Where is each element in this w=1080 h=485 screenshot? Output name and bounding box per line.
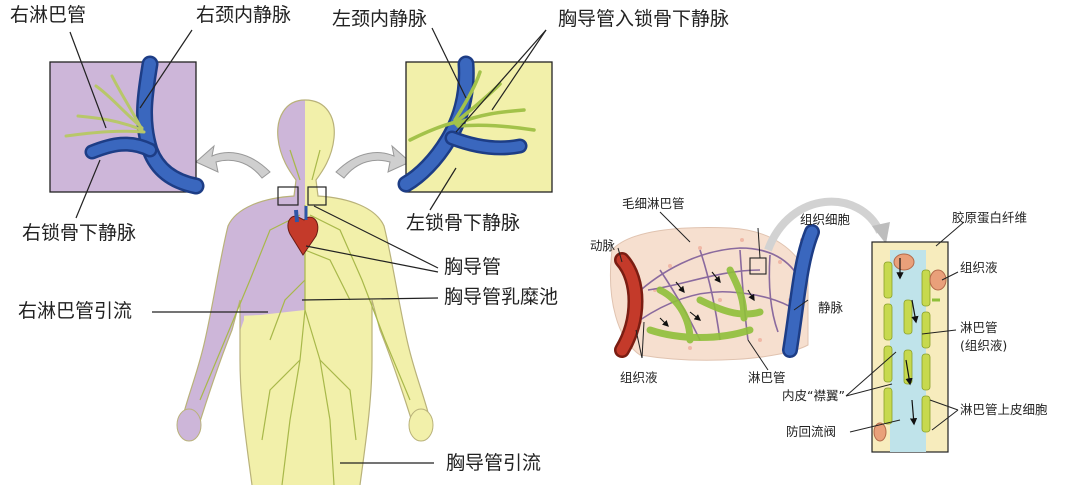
capillary-zoom-box [749, 257, 767, 275]
label-thoracic-duct-enters: 胸导管入锁骨下静脉 [558, 8, 730, 30]
neck-box-right [277, 186, 299, 206]
label-lymph-endothelial-cells: 淋巴管上皮细胞 [960, 402, 1048, 417]
right-inset [49, 55, 205, 195]
label-right-subclavian: 右锁骨下静脉 [22, 222, 137, 244]
label-right-lymph-drainage: 右淋巴管引流 [18, 300, 133, 322]
heart-graphic [287, 206, 319, 256]
label-valve: 防回流阀 [786, 424, 837, 439]
label-artery: 动脉 [590, 238, 616, 253]
left-hand [408, 408, 434, 442]
label-lymph-vessel-2: 淋巴管 [960, 320, 998, 335]
label-tissue-fluid-1: 组织液 [620, 370, 658, 385]
neck-box-left [307, 186, 327, 206]
label-lymph-vessel: 淋巴管 [748, 370, 786, 385]
lymph-vessel-panel [871, 241, 949, 453]
right-hand [176, 408, 202, 442]
label-thoracic-drainage: 胸导管引流 [446, 452, 542, 474]
label-lymph-capillary: 毛细淋巴管 [622, 196, 685, 211]
label-lymph-vessel-2-sub: (组织液) [960, 338, 1008, 353]
label-tissue-fluid-2: 组织液 [960, 260, 998, 275]
arrow-to-left-inset [335, 144, 411, 179]
label-vein: 静脉 [818, 300, 844, 315]
label-cisterna-chyli: 胸导管乳糜池 [444, 286, 559, 308]
left-inset [397, 55, 553, 193]
label-right-lymph-duct: 右淋巴管 [10, 4, 87, 26]
label-endothelial-flaps: 内皮“襟翼” [782, 388, 845, 403]
label-right-internal-jugular: 右颈内静脉 [196, 4, 292, 26]
right-leader-lines [617, 211, 965, 433]
zoom-arrow [764, 197, 884, 252]
arrow-to-right-inset [195, 144, 271, 179]
body-lymph-vessels [199, 149, 411, 485]
label-collagen-fiber: 胶原蛋白纤维 [952, 210, 1028, 225]
label-left-subclavian: 左锁骨下静脉 [406, 212, 521, 234]
left-leader-lines [69, 27, 547, 464]
label-left-internal-jugular: 左颈内静脉 [332, 8, 428, 30]
capillary-bed [609, 224, 820, 361]
label-thoracic-duct: 胸导管 [444, 256, 502, 278]
label-tissue-cell: 组织细胞 [800, 212, 851, 227]
